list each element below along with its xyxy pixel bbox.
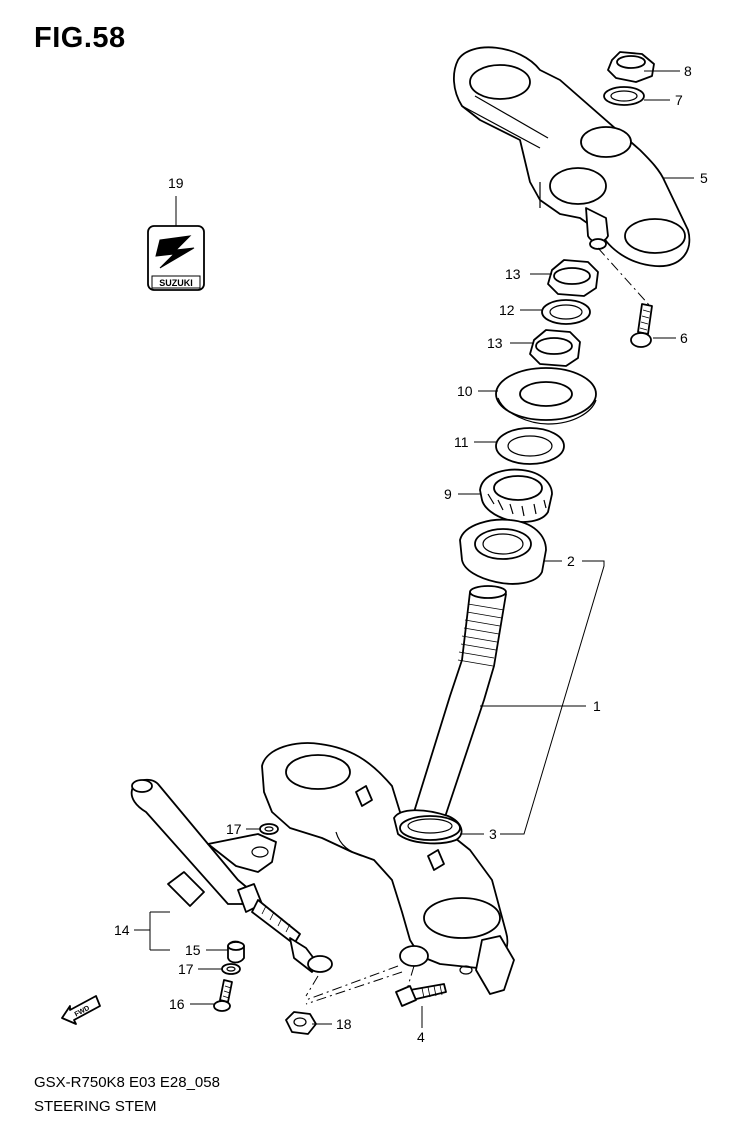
callout-10: 10 [457, 383, 473, 399]
callout-3: 3 [489, 826, 497, 842]
callout-17-upper: 17 [226, 821, 242, 837]
dust-seal-10 [495, 367, 597, 425]
suzuki-emblem: SUZUKI [147, 225, 205, 291]
collar-15 [227, 940, 245, 964]
damper-bolt-16 [213, 979, 233, 1012]
pinch-bolt-4 [395, 983, 447, 1007]
callout-18: 18 [336, 1016, 352, 1032]
caption-model: GSX-R750K8 E03 E28_058 [34, 1074, 220, 1091]
callout-6: 6 [680, 330, 688, 346]
callout-11: 11 [454, 434, 469, 450]
figure-title: FIG.58 [34, 22, 126, 54]
callout-16: 16 [169, 996, 185, 1012]
callout-9: 9 [444, 486, 452, 502]
callout-2: 2 [567, 553, 575, 569]
callout-12: 12 [499, 302, 515, 318]
callout-19: 19 [168, 175, 184, 191]
steering-stem-nut [607, 51, 655, 83]
upper-bracket [453, 46, 691, 267]
steering-stem-tube [413, 585, 507, 821]
callout-8: 8 [684, 63, 692, 79]
lock-nut-13-lower [529, 329, 581, 367]
steering-damper-14 [130, 778, 333, 973]
leader-lines [134, 70, 694, 1028]
caption-name: STEERING STEM [34, 1098, 157, 1115]
washer-17-upper [259, 823, 279, 835]
washer-17-lower [221, 963, 241, 975]
callout-17-lower: 17 [178, 961, 194, 977]
callout-4: 4 [417, 1029, 425, 1045]
lock-nut-13-upper [547, 259, 599, 297]
lock-washer-12 [541, 299, 591, 325]
seal-3 [399, 815, 461, 841]
callout-5: 5 [700, 170, 708, 186]
callout-15: 15 [185, 942, 201, 958]
callout-13-lower: 13 [487, 335, 503, 351]
bearing-race-2 [459, 518, 547, 585]
callout-14: 14 [114, 922, 130, 938]
callout-1: 1 [593, 698, 601, 714]
spacer-11 [495, 427, 565, 465]
nut-18 [285, 1011, 317, 1035]
fwd-arrow-icon: FWD [61, 995, 101, 1025]
callout-13-upper: 13 [505, 266, 521, 282]
clamp-bolt-6 [630, 303, 653, 348]
suzuki-logo-text: SUZUKI [159, 278, 193, 288]
callout-labels: 1 2 3 4 5 6 7 8 9 10 11 12 13 13 14 15 1… [114, 63, 708, 1045]
bearing-9 [479, 468, 553, 523]
callout-7: 7 [675, 92, 683, 108]
washer-7 [603, 86, 645, 106]
